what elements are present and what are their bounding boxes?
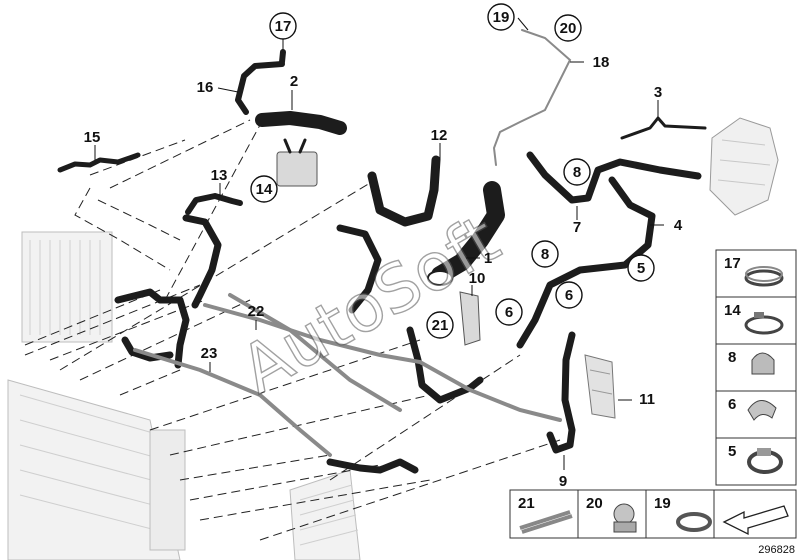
callout-22: 22 (248, 303, 265, 320)
svg-text:11: 11 (639, 391, 655, 408)
legend-item-8: 8 (728, 349, 775, 375)
svg-text:1: 1 (484, 250, 492, 267)
callout-2: 2 (290, 73, 298, 90)
arrow-icon (722, 505, 789, 536)
svg-text:14: 14 (256, 181, 273, 198)
bracket-10 (459, 291, 481, 346)
svg-text:8: 8 (573, 164, 581, 181)
drawing-number: 296828 (758, 544, 795, 556)
callout-13: 13 (211, 167, 228, 184)
svg-text:6: 6 (728, 396, 736, 413)
pipe-23 (133, 293, 402, 457)
legend-item-5: 5 (728, 443, 783, 474)
svg-text:17: 17 (275, 18, 292, 35)
svg-text:6: 6 (565, 287, 573, 304)
callout-20: 20 (554, 14, 582, 42)
callout-12: 12 (431, 127, 448, 144)
pipe-18 (492, 29, 572, 166)
callout-8: 8 (563, 158, 591, 186)
callout-6: 6 (555, 281, 583, 309)
legend-item-19: 19 (654, 495, 712, 532)
svg-text:16: 16 (197, 79, 214, 96)
pipe-22 (203, 303, 562, 422)
svg-text:10: 10 (469, 270, 486, 287)
hose-4 (516, 176, 656, 349)
svg-text:19: 19 (493, 9, 510, 26)
callout-19: 19 (487, 3, 515, 31)
legend-item-17: 17 (724, 255, 784, 287)
callout-17: 17 (269, 12, 297, 40)
callout-14: 14 (250, 175, 278, 203)
radiator-bottom (289, 469, 361, 560)
svg-text:18: 18 (593, 54, 610, 71)
legend-item-14: 14 (724, 302, 784, 335)
legend-item-6: 6 (728, 396, 777, 421)
hose-15 (57, 152, 141, 173)
leader-lines (94, 17, 664, 470)
svg-text:13: 13 (211, 167, 228, 184)
callout-4: 4 (674, 217, 683, 234)
svg-text:6: 6 (505, 304, 513, 321)
radiator-main (7, 379, 186, 560)
callout-1: 1 (484, 250, 492, 267)
svg-text:15: 15 (84, 129, 101, 146)
hose-8-7 (526, 151, 702, 204)
svg-text:20: 20 (560, 20, 577, 37)
radiator-top-left (21, 231, 113, 343)
svg-text:21: 21 (518, 495, 535, 512)
svg-text:9: 9 (559, 473, 567, 490)
callout-7: 7 (573, 219, 581, 236)
hose-left-vertical (182, 214, 222, 309)
svg-text:22: 22 (248, 303, 265, 320)
callout-11: 11 (639, 391, 655, 408)
callout-18: 18 (593, 54, 610, 71)
svg-text:5: 5 (637, 260, 645, 277)
legend-item-21: 21 (518, 495, 573, 534)
callout-16: 16 (197, 79, 214, 96)
svg-text:8: 8 (728, 349, 736, 366)
svg-text:7: 7 (573, 219, 581, 236)
svg-text:2: 2 (290, 73, 298, 90)
expansion-tank (709, 117, 779, 216)
svg-text:23: 23 (201, 345, 218, 362)
hose-3 (620, 116, 707, 140)
hose-13 (185, 193, 243, 215)
svg-text:19: 19 (654, 495, 671, 512)
callout-5: 5 (627, 254, 655, 282)
svg-text:296828: 296828 (758, 544, 795, 556)
hose-17 (279, 49, 286, 65)
svg-text:21: 21 (432, 317, 449, 334)
callout-8b: 8 (531, 240, 559, 268)
hose-12 (367, 155, 441, 227)
callout-6b: 6 (495, 298, 523, 326)
callout-10: 10 (469, 270, 486, 287)
svg-text:3: 3 (654, 84, 662, 101)
svg-text:17: 17 (724, 255, 741, 272)
svg-text:12: 12 (431, 127, 448, 144)
callout-9: 9 (559, 473, 567, 490)
svg-text:4: 4 (674, 217, 683, 234)
svg-text:20: 20 (586, 495, 603, 512)
svg-text:14: 14 (724, 302, 741, 319)
hose-16 (235, 61, 285, 115)
svg-text:8: 8 (541, 246, 549, 263)
callout-23: 23 (201, 345, 218, 362)
hose-2 (255, 111, 347, 187)
svg-text:5: 5 (728, 443, 736, 460)
legend-item-20: 20 (586, 495, 637, 533)
callout-21: 21 (426, 311, 454, 339)
hose-bottom-mid (326, 326, 484, 474)
legend-bottom-panel: 21 20 19 (509, 489, 797, 539)
hose-1 (427, 181, 505, 286)
bracket-11 (584, 354, 616, 419)
hose-9 (546, 331, 576, 454)
callout-15: 15 (84, 129, 101, 146)
legend-side-panel: 17 14 8 6 5 (715, 249, 797, 486)
hose-center-s (336, 224, 382, 314)
callout-3: 3 (654, 84, 662, 101)
